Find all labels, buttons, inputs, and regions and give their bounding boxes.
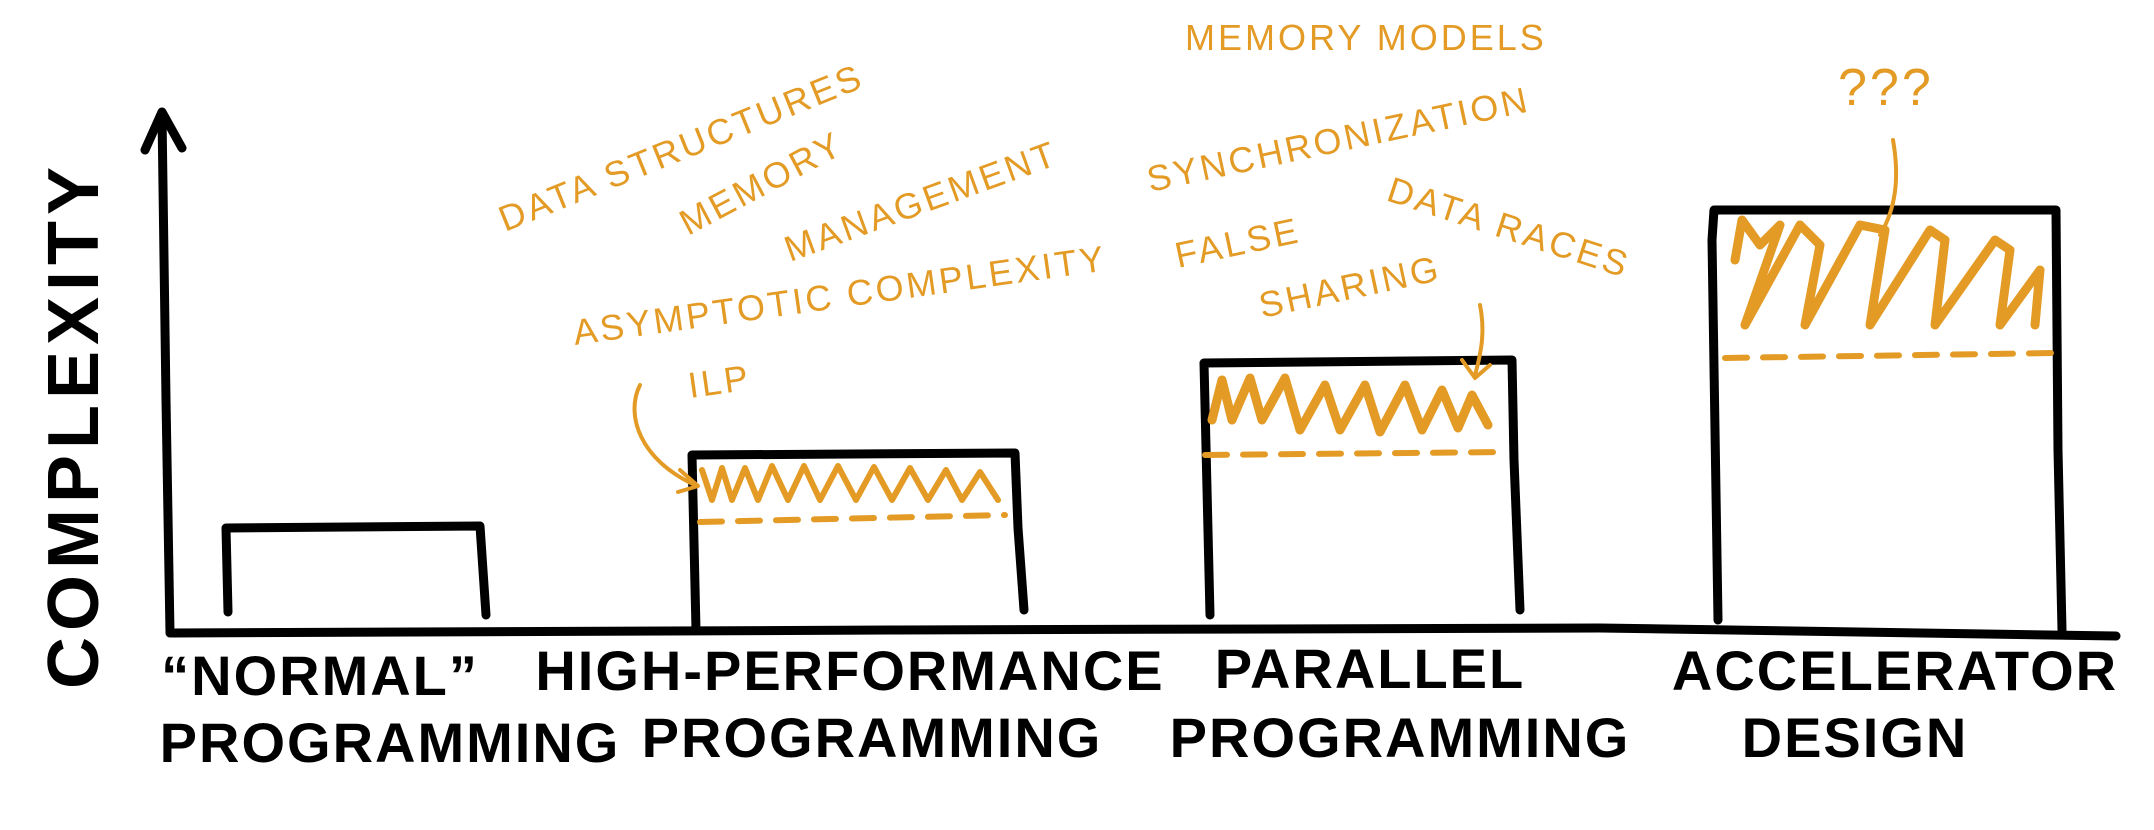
bar-label-accelerator: ACCELERATOR <box>1672 639 2118 702</box>
note-memory-models: MEMORY MODELS <box>1185 17 1547 58</box>
bar-accelerator-design <box>1707 138 2067 635</box>
bar-label-normal-programming: PROGRAMMING <box>160 711 621 774</box>
bar-label-high-performance-programming: PROGRAMMING <box>642 706 1103 769</box>
hp-scribble <box>699 463 1001 503</box>
y-axis <box>157 110 175 638</box>
y-axis-label: COMPLEXITY <box>34 161 114 689</box>
bar-parallel-programming <box>1199 303 1525 620</box>
hp-baseline-dash <box>697 512 1008 525</box>
x-axis <box>167 623 2121 641</box>
note-asymptotic-complexity: ASYMPTOTIC COMPLEXITY <box>570 237 1109 353</box>
bar-label-high-performance: HIGH-PERFORMANCE <box>535 639 1164 702</box>
bar-label-parallel: PARALLEL <box>1215 637 1526 700</box>
accelerator-scribble <box>1730 215 2045 330</box>
note-false: FALSE <box>1171 209 1304 276</box>
parallel-baseline-dash <box>1202 449 1508 458</box>
bar-label-design: DESIGN <box>1742 706 1969 769</box>
bar-label-normal: “NORMAL” <box>161 644 479 707</box>
note-sharing: SHARING <box>1255 247 1445 326</box>
parallel-scribble <box>1207 373 1493 437</box>
bar-label-parallel-programming: PROGRAMMING <box>1170 706 1631 769</box>
note-synchronization: SYNCHRONIZATION <box>1143 79 1533 200</box>
note-unknown: ??? <box>1838 59 1934 117</box>
bar-normal-programming <box>221 521 491 620</box>
accelerator-baseline-dash <box>1722 350 2058 361</box>
question-arrow-icon <box>1878 138 1899 237</box>
ilp-arrow-icon <box>632 383 700 494</box>
y-axis-arrow-icon <box>140 107 187 155</box>
bar-high-performance-programming <box>687 448 1029 635</box>
note-ilp: ILP <box>685 357 753 406</box>
false-sharing-arrow-icon <box>1460 303 1492 380</box>
